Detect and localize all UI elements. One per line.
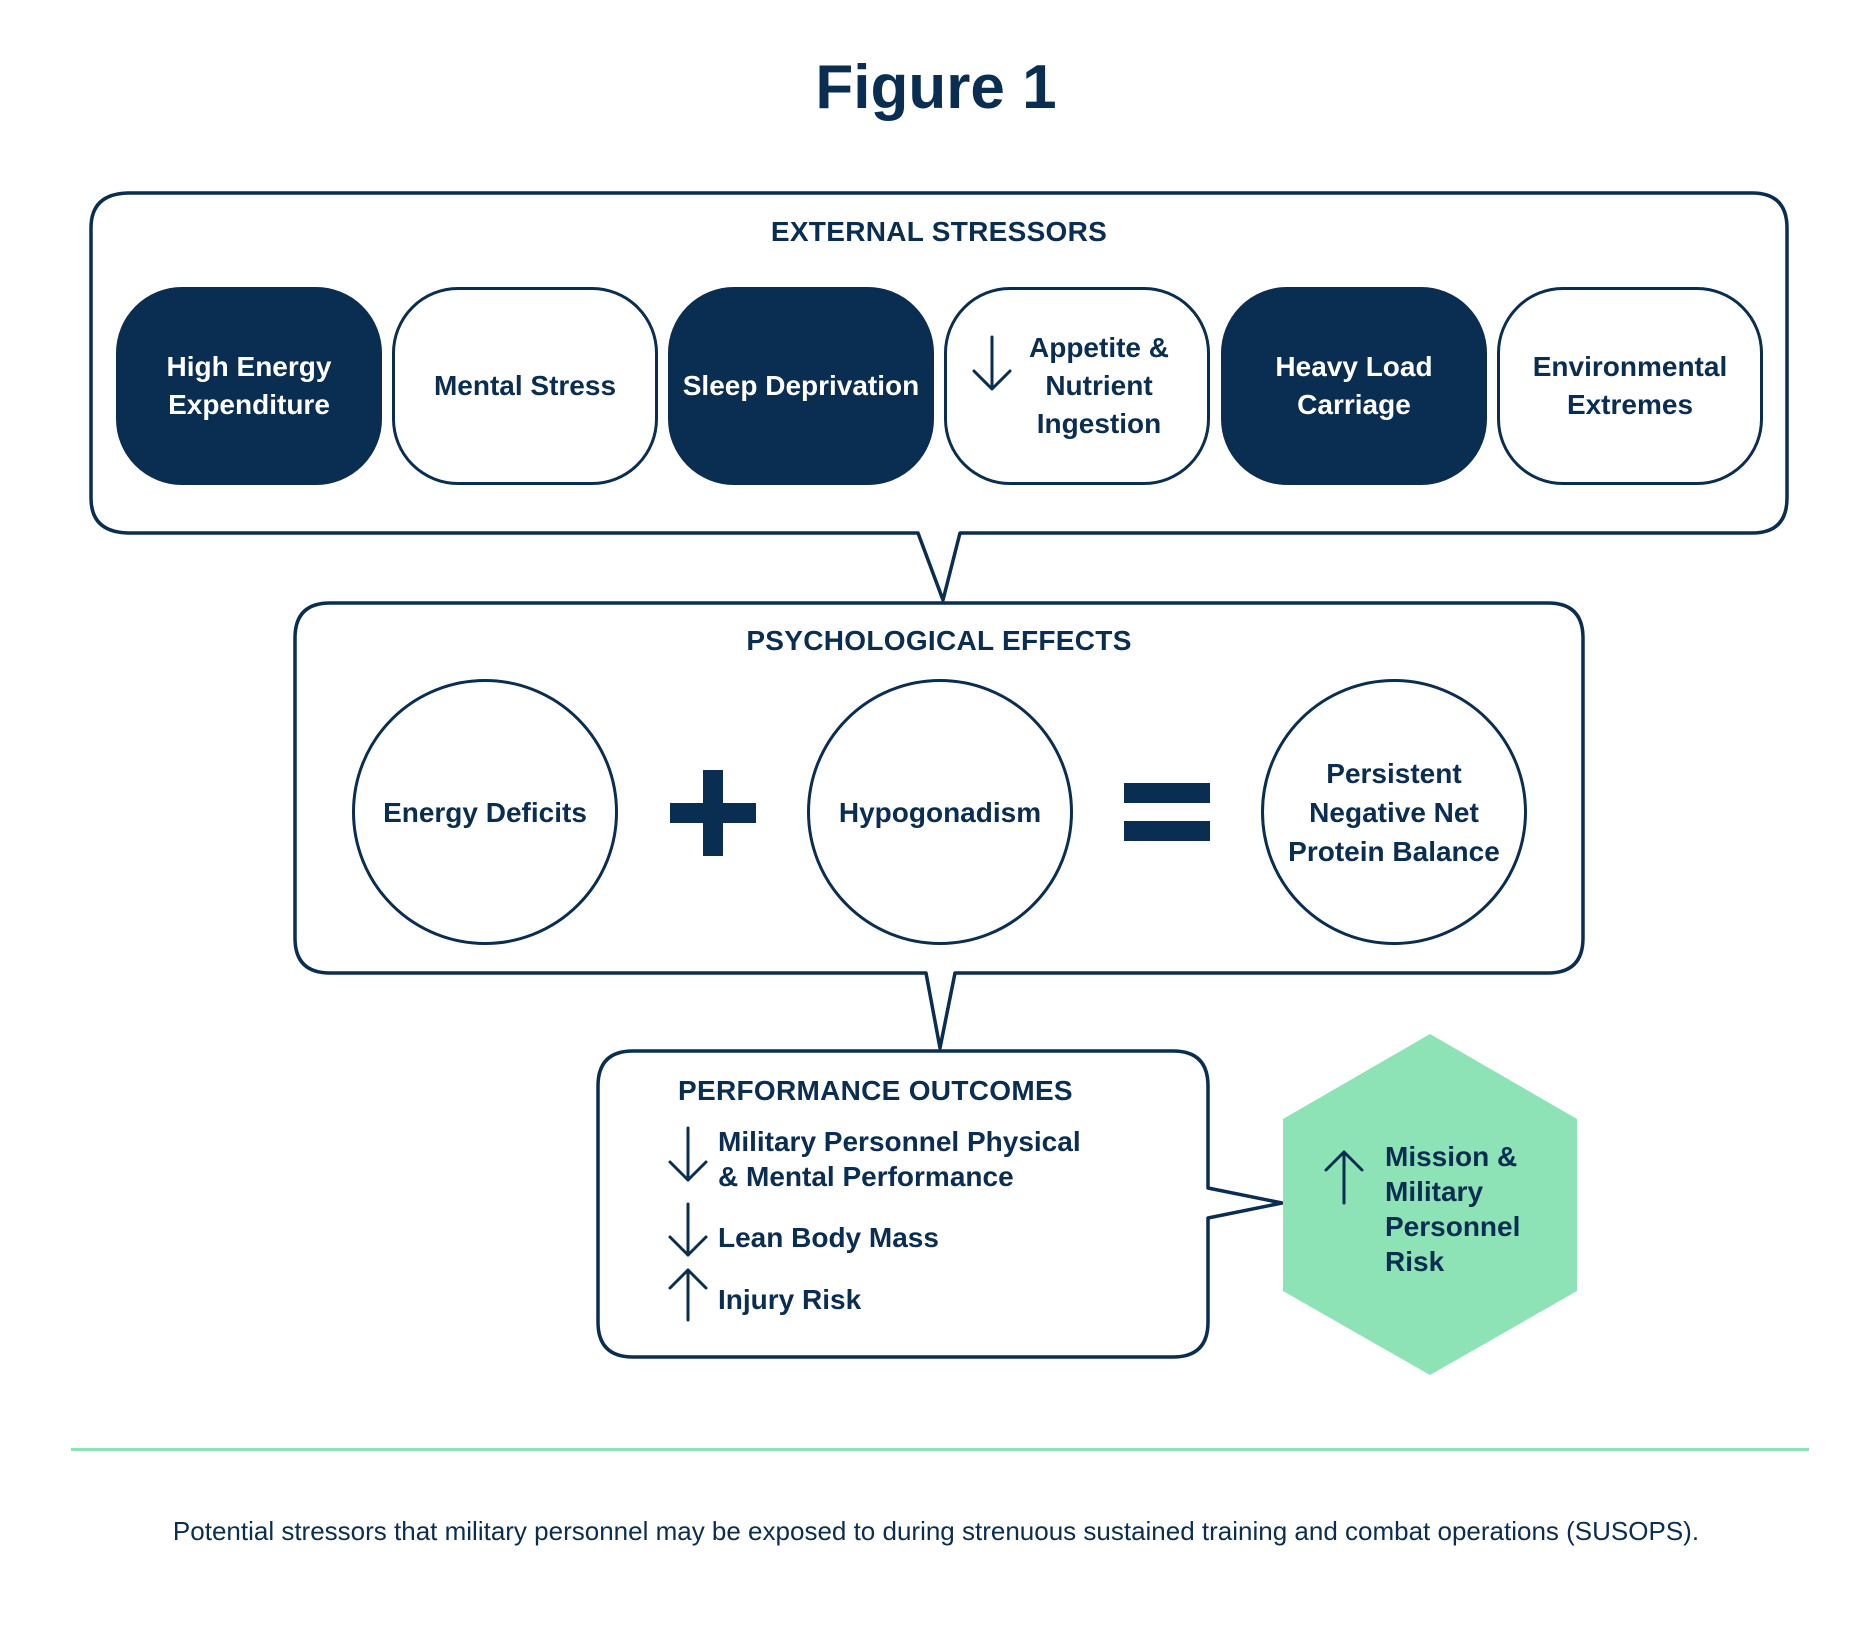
performance-outcomes-heading: PERFORMANCE OUTCOMES bbox=[678, 1075, 1073, 1106]
figure-title: Figure 1 bbox=[815, 53, 1057, 122]
effect-energy-deficits: Energy Deficits bbox=[352, 679, 618, 945]
external-stressors-heading: EXTERNAL STRESSORS bbox=[770, 216, 1108, 247]
stressor-label: Sleep Deprivation bbox=[682, 370, 920, 401]
stressor-label: High Energy Expenditure bbox=[166, 351, 332, 420]
stressor-environmental-extremes: Environmental Extremes bbox=[1497, 287, 1763, 485]
caption-divider bbox=[71, 1448, 1809, 1451]
up-arrow-icon bbox=[1324, 1150, 1364, 1205]
down-arrow-icon bbox=[668, 1126, 708, 1182]
psychological-effects-heading: PSYCHOLOGICAL EFFECTS bbox=[746, 625, 1132, 656]
stressor-label: Heavy Load Carriage bbox=[1275, 351, 1433, 420]
figure-caption: Potential stressors that military person… bbox=[172, 1516, 1700, 1546]
up-arrow-icon bbox=[668, 1268, 708, 1322]
stressor-appetite-nutrient-ingestion: Appetite & Nutrient Ingestion bbox=[944, 287, 1210, 485]
outcome-lean-body-mass: Lean Body Mass bbox=[718, 1222, 939, 1253]
effect-label: Hypogonadism bbox=[838, 796, 1042, 828]
equals-icon bbox=[1124, 783, 1210, 841]
outcome-physical-mental-performance: Military Personnel Physical & Mental Per… bbox=[718, 1126, 1081, 1192]
stressor-label: Environmental Extremes bbox=[1532, 351, 1728, 420]
stressor-label: Appetite & Nutrient Ingestion bbox=[1029, 332, 1169, 439]
effect-hypogonadism: Hypogonadism bbox=[807, 679, 1073, 945]
stressor-mental-stress: Mental Stress bbox=[392, 287, 658, 485]
stressor-high-energy-expenditure: High Energy Expenditure bbox=[116, 287, 382, 485]
effect-label: Persistent Negative Net Protein Balance bbox=[1288, 757, 1500, 867]
outcome-injury-risk: Injury Risk bbox=[718, 1284, 862, 1315]
stressor-label: Mental Stress bbox=[433, 370, 617, 401]
plus-icon bbox=[670, 770, 756, 856]
performance-outcomes-box bbox=[596, 1049, 1284, 1359]
effect-label: Energy Deficits bbox=[383, 796, 587, 828]
risk-hexagon bbox=[1283, 1034, 1577, 1375]
effect-persistent-negative-net-protein-balance: Persistent Negative Net Protein Balance bbox=[1261, 679, 1527, 945]
stressor-heavy-load-carriage: Heavy Load Carriage bbox=[1221, 287, 1487, 485]
risk-label: Mission & Military Personnel Risk bbox=[1385, 1141, 1521, 1277]
down-arrow-icon bbox=[668, 1202, 708, 1257]
stressor-sleep-deprivation: Sleep Deprivation bbox=[668, 287, 934, 485]
